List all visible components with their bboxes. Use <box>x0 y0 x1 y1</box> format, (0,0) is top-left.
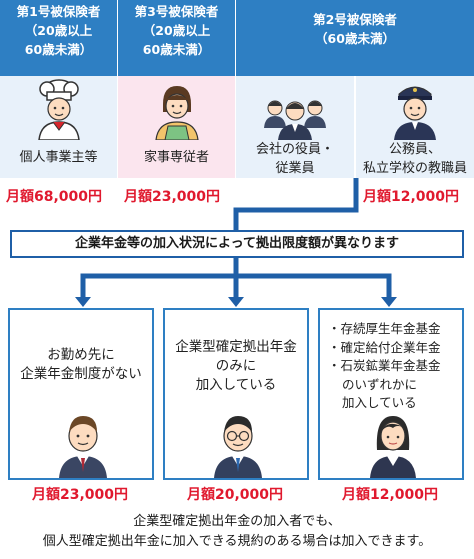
box-2-line-3: 加入している <box>195 377 277 393</box>
box-1-line-1: お勤め先に <box>47 347 115 363</box>
box-3-line-1: ・存続厚生年金基金 <box>328 321 441 336</box>
box-1-line-2: 企業年金制度がない <box>20 366 142 382</box>
category-3-header-line-3: 60歳未満） <box>142 42 211 57</box>
category-3-header-line-2: （20歳以上 <box>142 23 211 38</box>
role-label-public-servants: 公務員、 私立学校の教職員 <box>356 140 474 178</box>
amount-box-1: 月額23,000円 <box>32 487 129 503</box>
box-2-line-1: 企業型確定拠出年金 <box>175 339 297 355</box>
connector-top <box>233 178 359 230</box>
role-label-sole-proprietor: 個人事業主等 <box>0 148 117 167</box>
role-label-public-servants-line-2: 私立学校の教職員 <box>362 161 467 176</box>
box-3-line-5: 加入している <box>342 395 417 410</box>
businessman-icon <box>59 416 107 478</box>
arrowhead-middle <box>228 297 244 307</box>
businessman-glasses-icon <box>214 416 262 478</box>
public-servant-icon <box>394 86 436 140</box>
role-label-employees-line-2: 従業員 <box>275 161 315 176</box>
amount-box-3: 月額12,000円 <box>342 487 439 503</box>
amount-category-2: 月額12,000円 <box>363 189 460 205</box>
category-2-panel-employees: 会社の役員・ 従業員 <box>236 76 354 178</box>
role-label-sole-proprietor-text: 個人事業主等 <box>19 150 98 165</box>
category-1-header-line-2: （20歳以上 <box>24 23 93 38</box>
box-2-line-2: のみに <box>215 358 257 374</box>
category-3-panel: 家事専従者 <box>118 76 235 178</box>
arrowhead-right <box>381 297 397 307</box>
category-2-header-line-2: （60歳未満） <box>315 31 395 46</box>
arrowhead-left <box>75 297 91 307</box>
office-workers-icon <box>264 100 326 140</box>
role-label-employees: 会社の役員・ 従業員 <box>236 140 354 178</box>
box-no-corporate-pension: お勤め先に 企業年金制度がない <box>8 308 154 480</box>
role-label-public-servants-line-1: 公務員、 <box>388 142 441 157</box>
category-2-panel-public-servants: 公務員、 私立学校の教職員 <box>356 76 474 178</box>
category-1-panel: 個人事業主等 <box>0 76 117 178</box>
box-3-line-2: ・確定給付企業年金 <box>328 339 441 355</box>
role-label-homemaker-text: 家事専従者 <box>143 150 209 165</box>
box-dc-only: 企業型確定拠出年金 のみに 加入している <box>163 308 309 480</box>
category-2-header-line-1: 第2号被保険者 <box>313 12 397 27</box>
amount-category-3: 月額23,000円 <box>124 189 221 205</box>
category-1-header-line-1: 第1号被保険者 <box>16 4 101 19</box>
box-db-plans-list: ・存続厚生年金基金 ・確定給付企業年金 ・石炭鉱業年金基金 のいずれかに 加入し… <box>328 320 458 413</box>
businesswoman-icon <box>370 416 416 478</box>
flow-connectors <box>75 178 397 307</box>
box-3-line-4: のいずれかに <box>342 376 418 392</box>
category-1-header: 第1号被保険者 （20歳以上 60歳未満） <box>0 0 117 76</box>
box-dc-only-text: 企業型確定拠出年金 のみに 加入している <box>165 338 307 395</box>
amount-category-1: 月額68,000円 <box>6 189 103 205</box>
contribution-limit-band: 企業年金等の加入状況によって拠出限度額が異なります <box>10 230 464 258</box>
contribution-limit-band-text: 企業年金等の加入状況によって拠出限度額が異なります <box>75 236 399 251</box>
footnote-line-2: 個人型確定拠出年金に加入できる規約のある場合は加入できます。 <box>42 534 432 549</box>
box-3-line-3: ・石炭鉱業年金基金 <box>328 358 441 373</box>
category-3-header-line-1: 第3号被保険者 <box>134 4 219 19</box>
amount-box-2: 月額20,000円 <box>187 487 284 503</box>
category-2-header: 第2号被保険者 （60歳未満） <box>236 0 474 76</box>
category-3-header: 第3号被保険者 （20歳以上 60歳未満） <box>118 0 235 76</box>
role-label-homemaker: 家事専従者 <box>118 148 235 167</box>
box-db-plans: ・存続厚生年金基金 ・確定給付企業年金 ・石炭鉱業年金基金 のいずれかに 加入し… <box>318 308 464 480</box>
homemaker-icon <box>155 86 199 140</box>
footnote: 企業型確定拠出年金の加入者でも、 個人型確定拠出年金に加入できる規約のある場合は… <box>0 512 474 552</box>
chef-icon <box>38 79 80 140</box>
role-label-employees-line-1: 会社の役員・ <box>255 142 334 157</box>
footnote-line-1: 企業型確定拠出年金の加入者でも、 <box>133 514 341 529</box>
box-no-corporate-pension-text: お勤め先に 企業年金制度がない <box>10 346 152 384</box>
category-1-header-line-3: 60歳未満） <box>24 42 93 57</box>
